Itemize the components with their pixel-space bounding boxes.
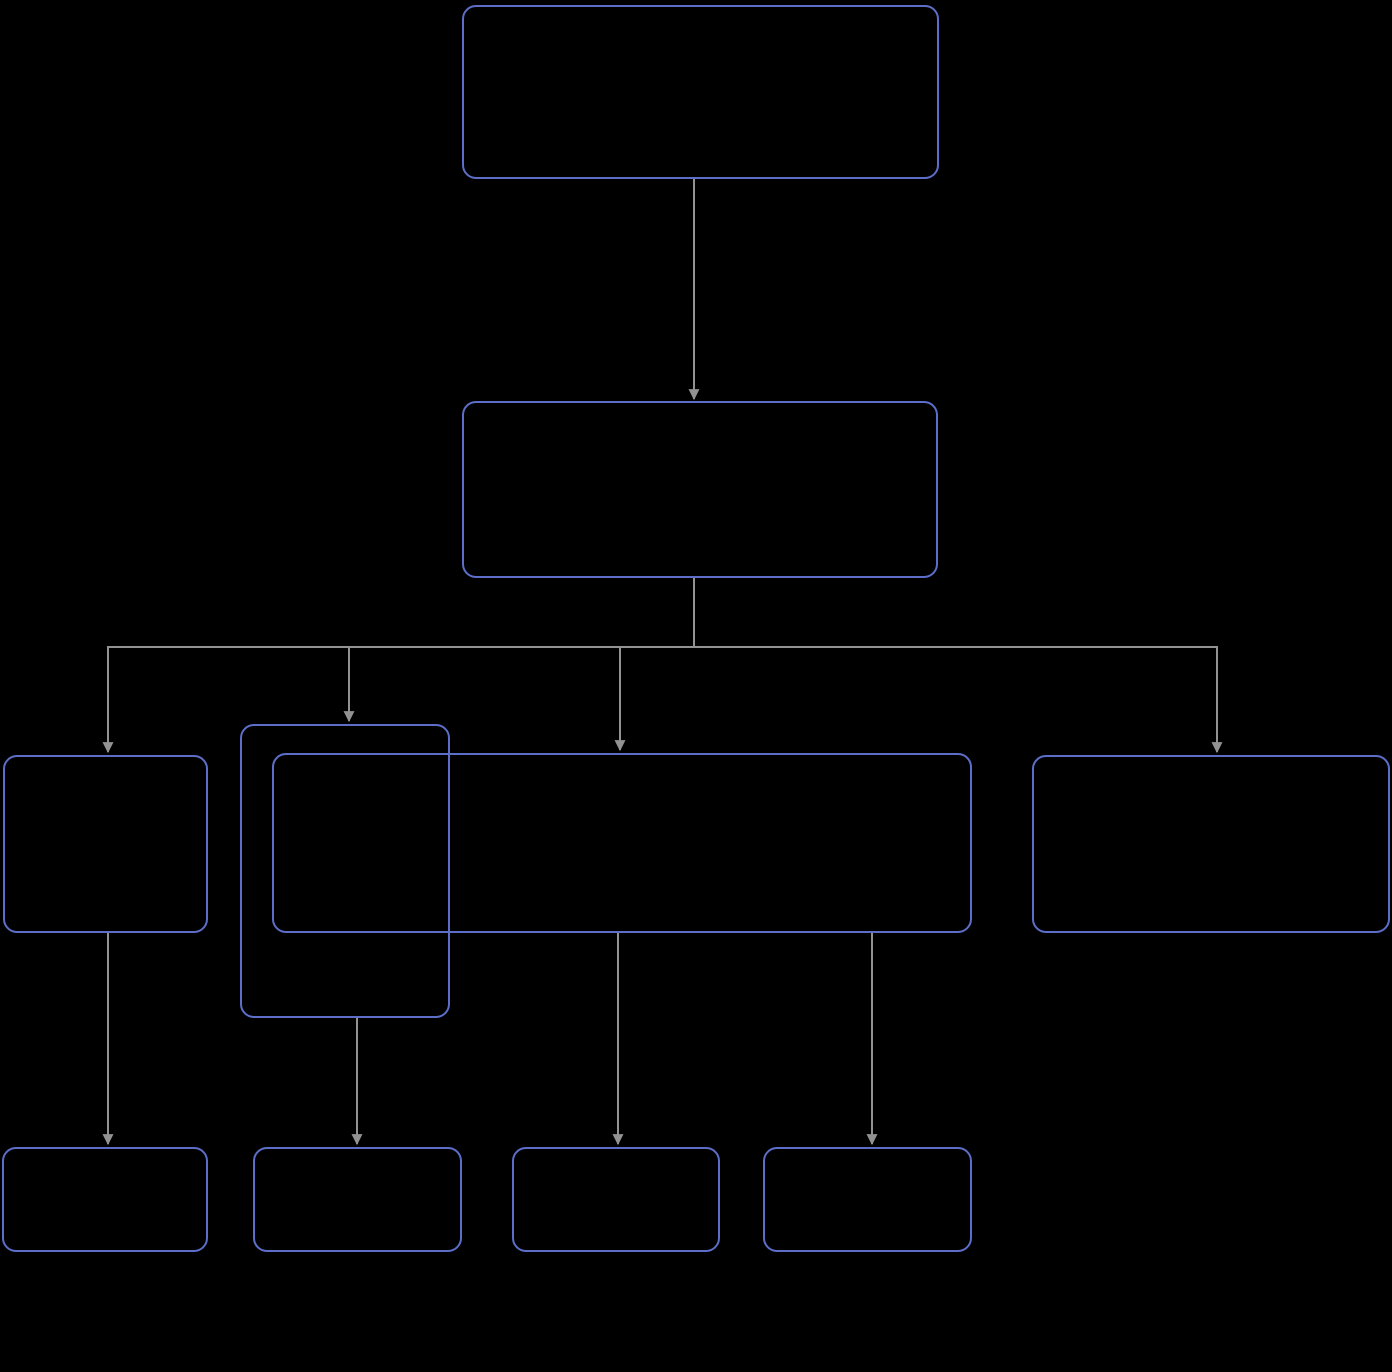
flow-node-level-2[interactable]	[462, 401, 938, 578]
flow-node-branch-wide[interactable]	[272, 753, 972, 933]
flow-node-leaf-4[interactable]	[763, 1147, 972, 1252]
flow-node-root[interactable]	[462, 5, 939, 179]
flow-node-branch-tall[interactable]	[240, 724, 450, 1018]
flow-node-leaf-3[interactable]	[512, 1147, 720, 1252]
flow-node-branch-right[interactable]	[1032, 755, 1390, 933]
flow-node-leaf-1[interactable]	[2, 1147, 208, 1252]
flow-node-leaf-2[interactable]	[253, 1147, 462, 1252]
flow-node-branch-left[interactable]	[3, 755, 208, 933]
